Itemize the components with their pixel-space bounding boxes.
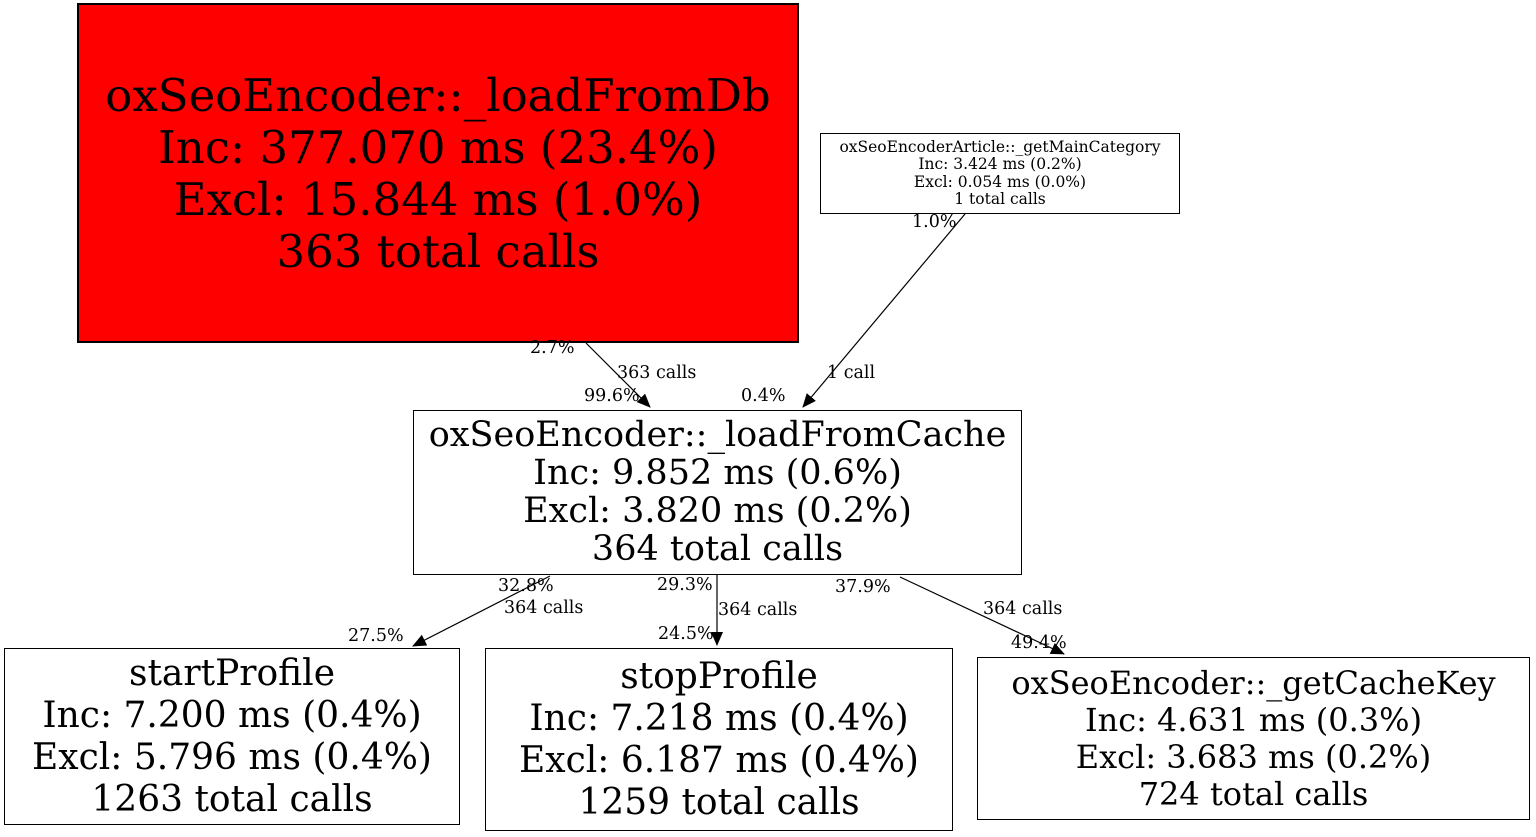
- node-title: oxSeoEncoder::_getCacheKey: [1011, 664, 1496, 702]
- node-inclusive-time: Inc: 7.218 ms (0.4%): [529, 697, 909, 739]
- edge5-source-percent: 37.9%: [835, 577, 891, 597]
- node-stop-profile[interactable]: stopProfile Inc: 7.218 ms (0.4%) Excl: 6…: [485, 648, 953, 831]
- edge2-target-percent: 0.4%: [741, 386, 786, 406]
- edge2-source-percent: 1.0%: [912, 212, 957, 232]
- node-total-calls: 1263 total calls: [91, 778, 373, 820]
- node-inclusive-time: Inc: 9.852 ms (0.6%): [533, 453, 902, 493]
- node-get-main-category[interactable]: oxSeoEncoderArticle::_getMainCategory In…: [820, 133, 1180, 214]
- node-exclusive-time: Excl: 5.796 ms (0.4%): [32, 736, 432, 778]
- edge1-target-percent: 99.6%: [584, 386, 640, 406]
- edge1-calls-count: 363 calls: [617, 363, 697, 383]
- node-title: oxSeoEncoder::_loadFromDb: [105, 68, 771, 122]
- node-total-calls: 724 total calls: [1138, 775, 1369, 813]
- edge-load-from-cache-to-get-cache-key: [899, 576, 1065, 655]
- edge4-source-percent: 29.3%: [657, 575, 713, 595]
- node-start-profile[interactable]: startProfile Inc: 7.200 ms (0.4%) Excl: …: [4, 648, 460, 825]
- edge4-calls-count: 364 calls: [718, 600, 798, 620]
- edge1-source-percent: 2.7%: [530, 338, 575, 358]
- node-inclusive-time: Inc: 4.631 ms (0.3%): [1084, 701, 1423, 739]
- node-total-calls: 1 total calls: [954, 190, 1046, 208]
- node-title: stopProfile: [620, 655, 818, 697]
- node-total-calls: 364 total calls: [591, 529, 844, 569]
- node-load-from-db[interactable]: oxSeoEncoder::_loadFromDb Inc: 377.070 m…: [77, 3, 799, 343]
- edge3-calls-count: 364 calls: [504, 598, 584, 618]
- node-exclusive-time: Excl: 3.683 ms (0.2%): [1075, 738, 1432, 776]
- node-total-calls: 363 total calls: [276, 224, 600, 278]
- node-inclusive-time: Inc: 7.200 ms (0.4%): [42, 694, 422, 736]
- node-exclusive-time: Excl: 6.187 ms (0.4%): [519, 739, 919, 781]
- node-exclusive-time: Excl: 15.844 ms (1.0%): [173, 172, 703, 226]
- edge5-target-percent: 49.4%: [1011, 633, 1067, 653]
- node-inclusive-time: Inc: 377.070 ms (23.4%): [158, 120, 718, 174]
- node-exclusive-time: Excl: 3.820 ms (0.2%): [523, 491, 912, 531]
- node-inclusive-time: Inc: 3.424 ms (0.2%): [918, 155, 1082, 173]
- node-exclusive-time: Excl: 0.054 ms (0.0%): [913, 172, 1087, 191]
- node-title: oxSeoEncoderArticle::_getMainCategory: [839, 137, 1161, 156]
- edge3-target-percent: 27.5%: [348, 626, 404, 646]
- node-load-from-cache[interactable]: oxSeoEncoder::_loadFromCache Inc: 9.852 …: [413, 410, 1022, 575]
- edge-get-main-category-to-load-from-cache: [802, 213, 966, 408]
- edge4-target-percent: 24.5%: [658, 624, 714, 644]
- edge3-source-percent: 32.8%: [498, 576, 554, 596]
- edge-load-from-db-to-load-from-cache: [585, 342, 651, 408]
- node-total-calls: 1259 total calls: [578, 781, 860, 823]
- edge-load-from-cache-to-start-profile: [412, 575, 551, 647]
- node-get-cache-key[interactable]: oxSeoEncoder::_getCacheKey Inc: 4.631 ms…: [977, 657, 1530, 820]
- edge2-calls-count: 1 call: [827, 363, 876, 383]
- node-title: startProfile: [128, 652, 335, 694]
- node-title: oxSeoEncoder::_loadFromCache: [428, 415, 1007, 455]
- edge5-calls-count: 364 calls: [983, 599, 1063, 619]
